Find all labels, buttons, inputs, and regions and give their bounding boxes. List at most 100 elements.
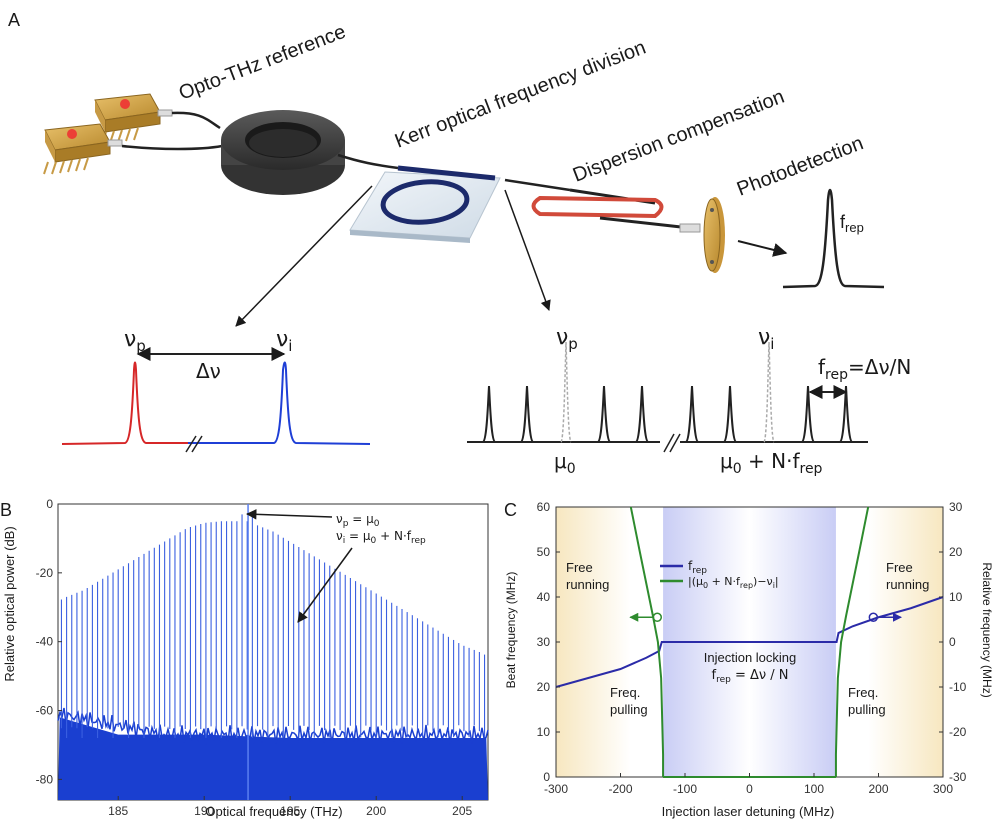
y-tick-label-left: 10 bbox=[537, 725, 551, 739]
injection-locking-equation: frep = Δν / N bbox=[711, 668, 788, 685]
comb-reference-line bbox=[560, 341, 572, 443]
x-tick-label: -200 bbox=[608, 782, 632, 796]
y-tick-label: -40 bbox=[36, 635, 54, 649]
label-kerr-division: Kerr optical frequency division bbox=[392, 37, 649, 153]
x-tick-label: 100 bbox=[804, 782, 824, 796]
x-tick-label: 190 bbox=[194, 804, 214, 818]
y-tick-label-right: 0 bbox=[949, 635, 956, 649]
mu0-label: μ0 bbox=[554, 449, 576, 477]
frep-peak-label: frep bbox=[840, 212, 864, 235]
y-tick-label-right: 10 bbox=[949, 590, 963, 604]
free-running-region-right bbox=[868, 507, 943, 777]
noise-trace bbox=[57, 707, 489, 745]
y-tick-label: -60 bbox=[36, 704, 54, 718]
x-tick-label: 0 bbox=[746, 782, 753, 796]
beat-axis-marker bbox=[652, 612, 663, 622]
arrow-to-comb-spectrum bbox=[504, 189, 551, 311]
fiber-chip-to-dcf bbox=[504, 178, 571, 192]
comb-line bbox=[801, 385, 815, 443]
y-tick-label-right: 20 bbox=[949, 545, 963, 559]
panel-c-legend: frep |(μ0 + N·frep)−νi| bbox=[660, 559, 779, 590]
x-tick-label: 200 bbox=[366, 804, 386, 818]
fiber-coil bbox=[221, 110, 345, 195]
y-tick-label: -20 bbox=[36, 566, 54, 580]
x-tick-label: 185 bbox=[108, 804, 128, 818]
dispersion-fiber bbox=[531, 188, 691, 230]
comb-nu-p-label: νp bbox=[556, 325, 578, 353]
free-running-right-line1: Free bbox=[886, 560, 913, 575]
x-tick-label: 205 bbox=[452, 804, 472, 818]
frep-peak-trace bbox=[782, 188, 885, 289]
comb-break-1 bbox=[663, 433, 675, 453]
free-running-left-line2: running bbox=[566, 577, 609, 592]
x-tick-label: 300 bbox=[933, 782, 953, 796]
photodetection-arrow bbox=[737, 240, 788, 257]
freq-pulling-left-line2: pulling bbox=[610, 702, 648, 717]
fiber-bottom bbox=[121, 144, 223, 151]
y-tick-label-right: -10 bbox=[949, 680, 967, 694]
free-running-right-line2: running bbox=[886, 577, 929, 592]
y-tick-label-right: -30 bbox=[949, 770, 967, 784]
fiber-top bbox=[171, 111, 221, 130]
laser-module-bottom bbox=[43, 123, 123, 175]
panel-b-arrow-idler bbox=[297, 547, 353, 623]
freq-pulling-right-line1: Freq. bbox=[848, 685, 878, 700]
free-running-region-left bbox=[556, 507, 631, 777]
nu-p-label: νp bbox=[124, 327, 146, 355]
y-tick-label-left: 0 bbox=[543, 770, 550, 784]
beat-series-line-left bbox=[629, 506, 665, 777]
comb-line bbox=[482, 385, 496, 443]
y-tick-label-left: 50 bbox=[537, 545, 551, 559]
y-tick-label-left: 30 bbox=[537, 635, 551, 649]
comb-reference-line bbox=[763, 341, 775, 443]
y-tick-label-right: 30 bbox=[949, 500, 963, 514]
panel-b-arrow-pump bbox=[245, 509, 333, 520]
delta-nu-label: Δν bbox=[196, 359, 221, 383]
panel-b-annotation-1: νp = μ0 bbox=[336, 512, 380, 529]
y-tick-label-left: 60 bbox=[537, 500, 551, 514]
laser-module-top bbox=[93, 93, 173, 145]
x-tick-label: -100 bbox=[673, 782, 697, 796]
free-running-left-line1: Free bbox=[566, 560, 593, 575]
comb-line bbox=[597, 385, 611, 443]
legend-frep-label: frep bbox=[688, 559, 707, 576]
y-tick-label-left: 40 bbox=[537, 590, 551, 604]
y-tick-label: -80 bbox=[36, 772, 54, 786]
panel-c-ylabel-right: Relative frequency (MHz) bbox=[980, 562, 994, 697]
kerr-chip bbox=[349, 165, 501, 243]
panel-c-ylabel-left: Beat frequency (MHz) bbox=[504, 572, 518, 689]
photodetector bbox=[679, 197, 725, 273]
legend-beat-label: |(μ0 + N·frep)−νi| bbox=[688, 575, 779, 590]
panel-b-ylabel: Relative optical power (dB) bbox=[2, 526, 17, 681]
label-photodetection: Photodetection bbox=[734, 132, 866, 200]
label-opto-thz-reference: Opto-THz reference bbox=[176, 21, 349, 105]
beat-series-line-right bbox=[834, 506, 870, 777]
x-tick-label: 200 bbox=[868, 782, 888, 796]
comb-line bbox=[635, 385, 649, 443]
panel-a-letter: A bbox=[8, 10, 20, 30]
comb-line bbox=[685, 385, 699, 443]
freq-pulling-right-line2: pulling bbox=[848, 702, 886, 717]
frep-equation-label: frep=Δν/N bbox=[818, 355, 911, 383]
y-tick-label-left: 20 bbox=[537, 680, 551, 694]
panel-c-letter: C bbox=[504, 500, 517, 520]
nu-i-label: νi bbox=[276, 327, 292, 355]
arrow-to-input-spectrum bbox=[235, 185, 373, 327]
comb-line bbox=[520, 385, 534, 443]
comb-break-2 bbox=[669, 433, 681, 453]
fiber-coil-to-chip bbox=[337, 153, 399, 170]
comb-line bbox=[723, 385, 737, 443]
comb-nu-i-label: νi bbox=[758, 325, 774, 353]
panel-b-letter: B bbox=[0, 500, 12, 520]
comb-spectrum bbox=[467, 341, 868, 453]
y-tick-label: 0 bbox=[46, 497, 53, 511]
panel-b-annotation-2: νi = μ0 + N·frep bbox=[336, 529, 426, 546]
panel-c-xlabel: Injection laser detuning (MHz) bbox=[662, 804, 835, 819]
x-tick-label: -300 bbox=[544, 782, 568, 796]
freq-pulling-left-line1: Freq. bbox=[610, 685, 640, 700]
injection-locking-label: Injection locking bbox=[704, 650, 797, 665]
panel-b-plot: 185 190 195 200 205 0 -20 -40 -60 -80 bbox=[36, 497, 489, 818]
x-tick-label: 195 bbox=[280, 804, 300, 818]
